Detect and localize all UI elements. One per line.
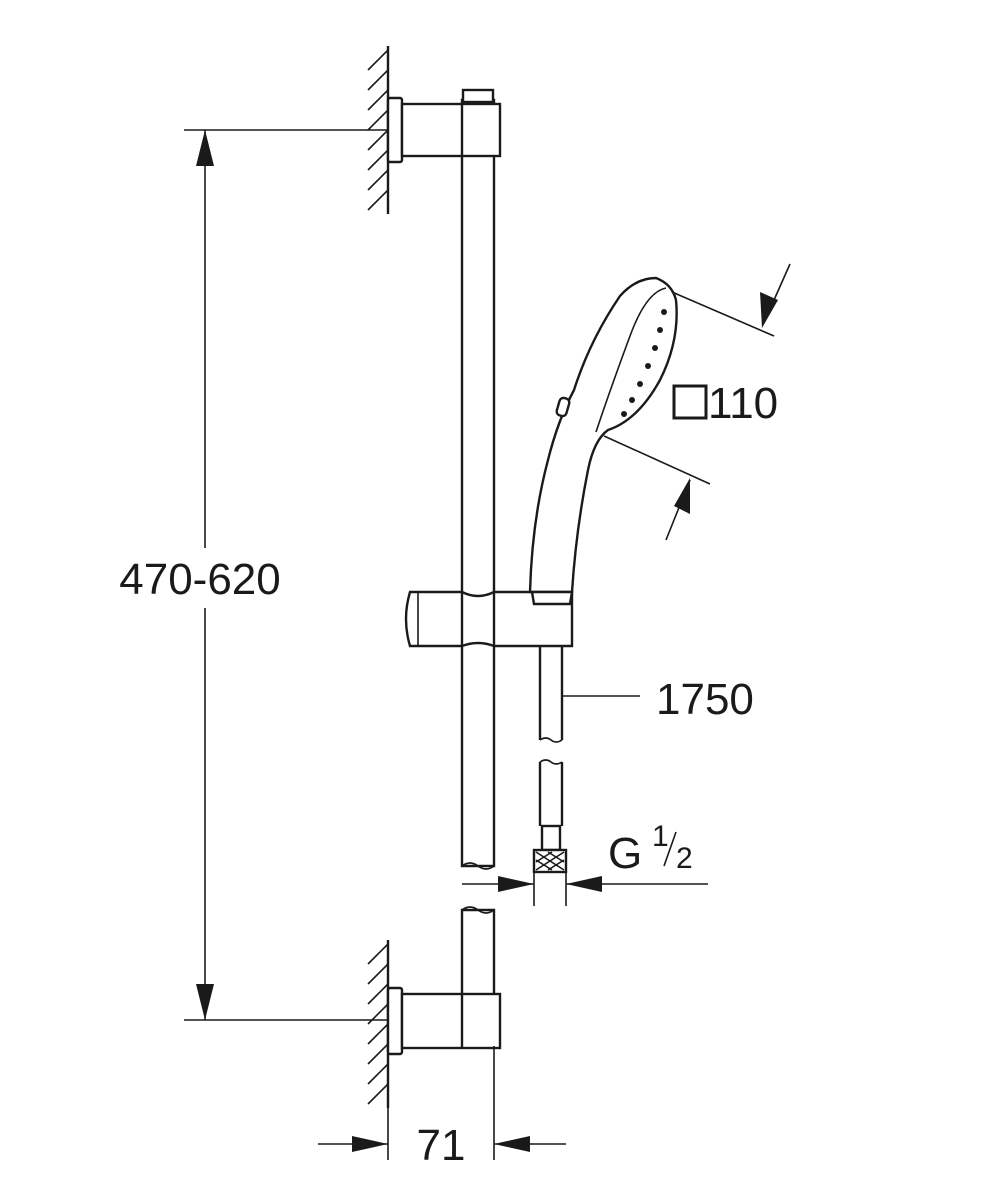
dimension-label-hose-length: 1750 xyxy=(656,675,754,724)
dimension-label-bar-height: 470-620 xyxy=(119,555,280,604)
wall-bottom xyxy=(367,940,390,1108)
top-wall-bracket xyxy=(386,88,502,164)
handshower xyxy=(528,276,678,606)
dimension-label-handshower-size: 110 xyxy=(708,379,778,428)
spray-nozzles xyxy=(621,309,667,417)
dimension-label-thread-denominator: 2 xyxy=(676,842,693,875)
dimension-wall-offset: 71 xyxy=(318,1046,566,1170)
bottom-wall-bracket xyxy=(386,986,502,1056)
dimension-connector-thread: G 1 2 xyxy=(462,820,708,892)
dimension-handshower-size: 110 xyxy=(603,263,791,541)
shower-hose xyxy=(532,646,568,906)
shower-rail xyxy=(460,98,496,1048)
dimension-hose-length: 1750 xyxy=(562,675,754,724)
square-symbol-icon xyxy=(672,384,708,420)
dimension-label-wall-offset: 71 xyxy=(417,1121,466,1170)
dimension-bar-height: 470-620 xyxy=(100,129,388,1021)
dimension-label-thread-letter: G xyxy=(608,829,642,878)
slider-holder xyxy=(404,590,574,648)
dimension-label-thread-numerator: 1 xyxy=(652,820,669,853)
